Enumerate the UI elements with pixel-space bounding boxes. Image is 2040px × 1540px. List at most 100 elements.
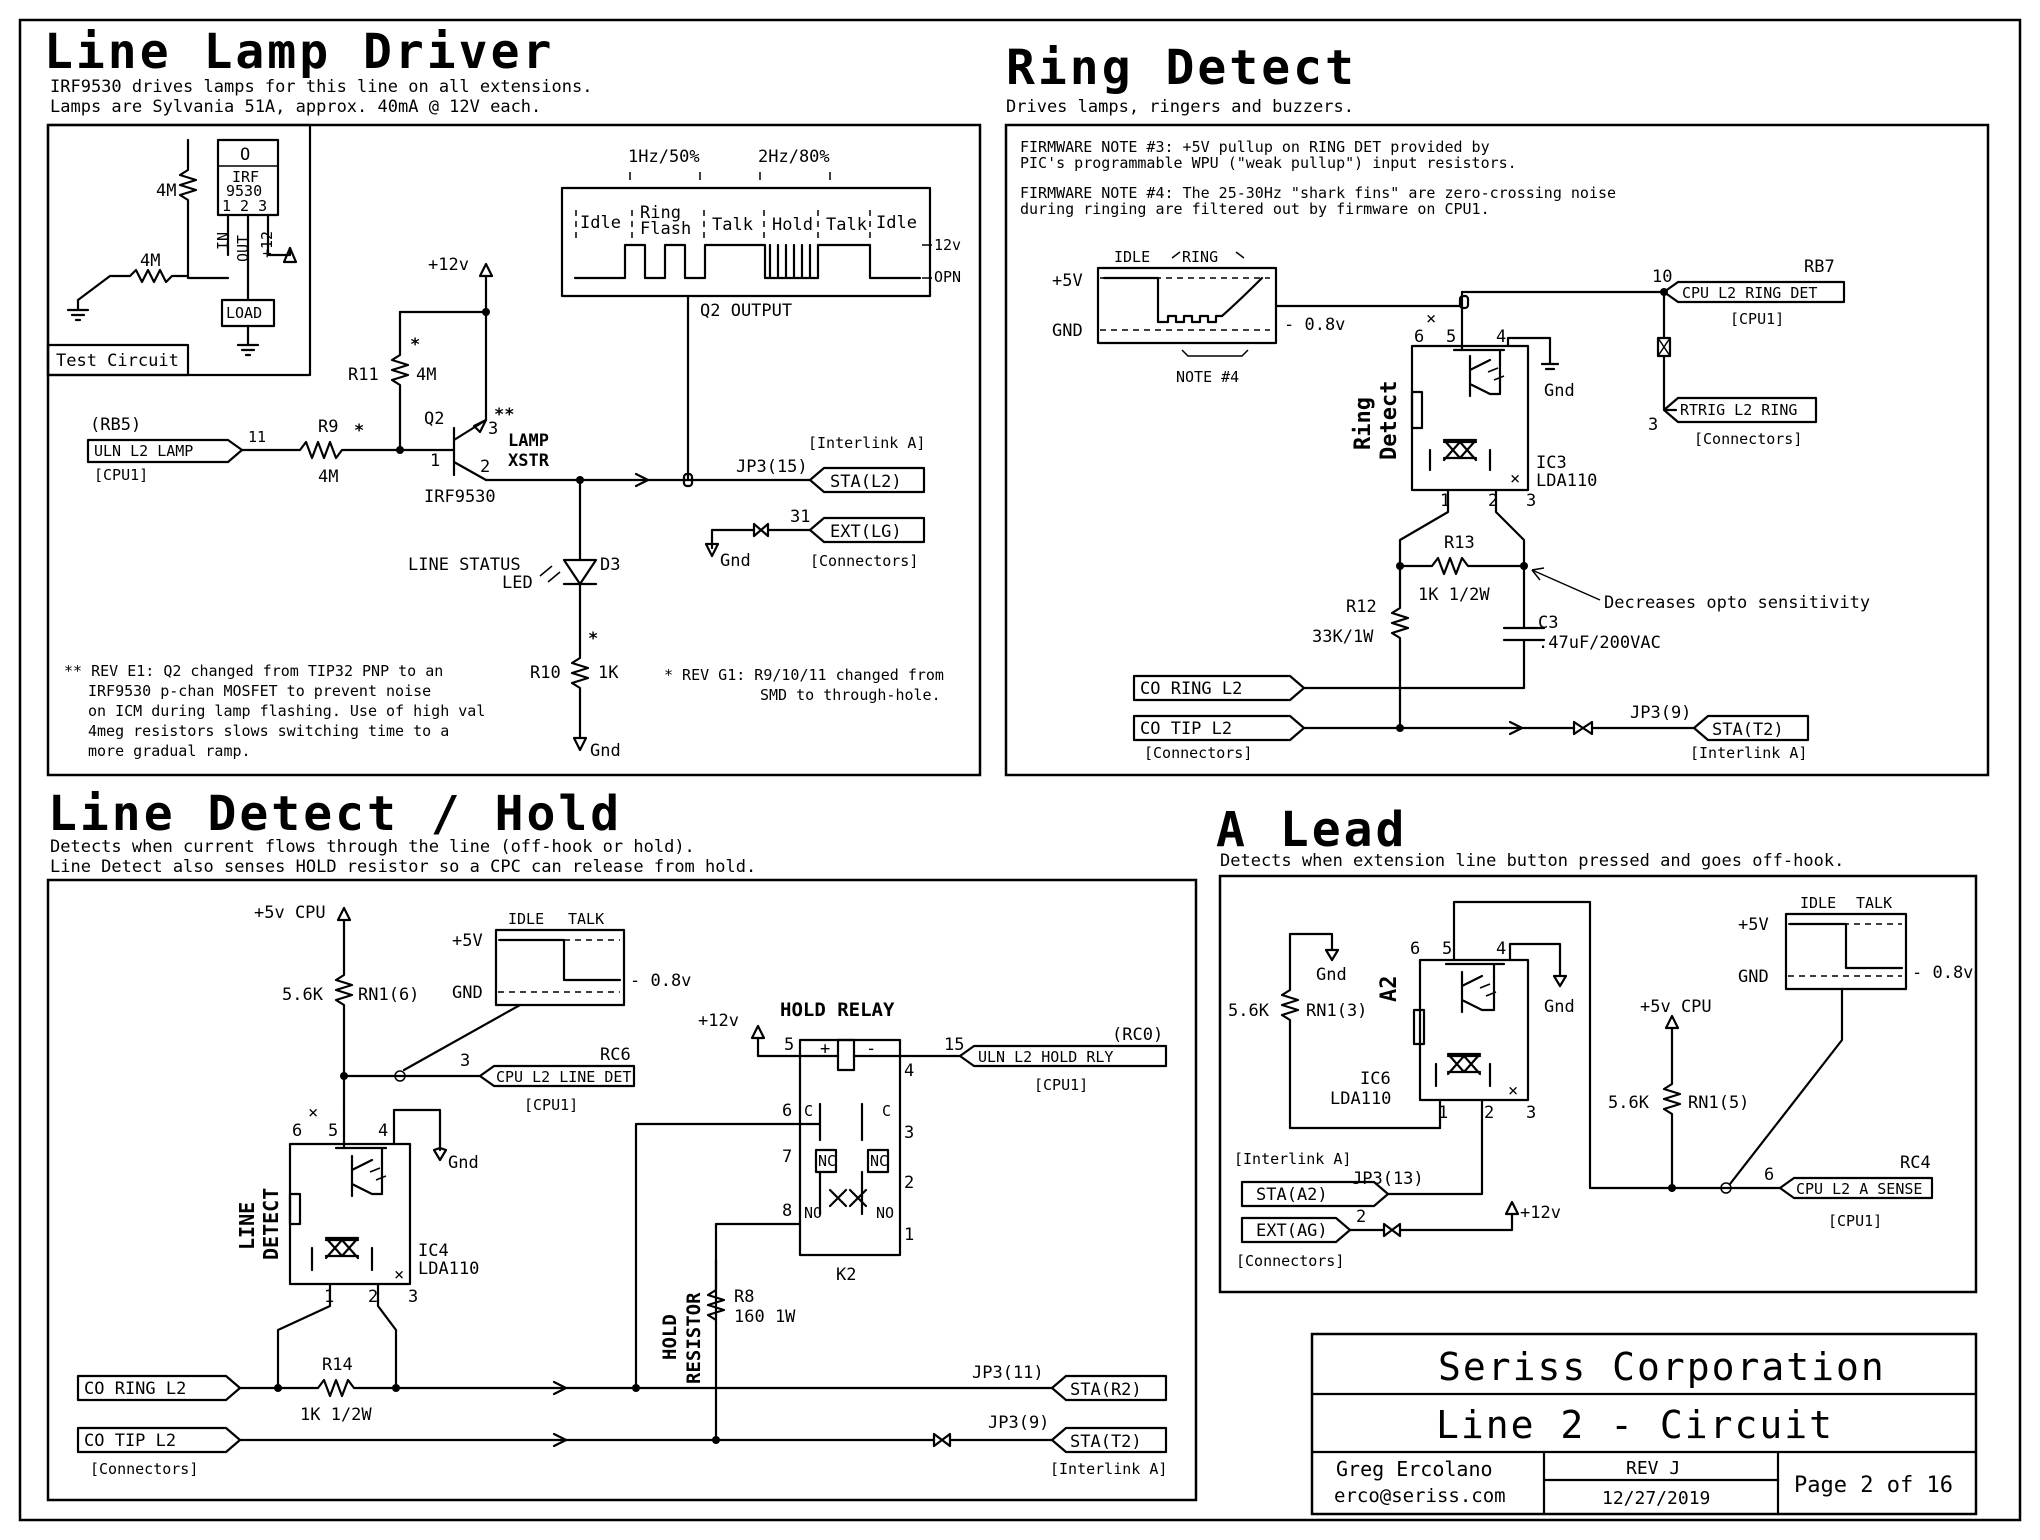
ring-p5: 5: [1446, 327, 1456, 347]
ring-note4: NOTE #4: [1176, 368, 1239, 386]
line-cpu1b: [CPU1]: [1034, 1076, 1088, 1094]
alead-p3: 3: [1526, 1103, 1536, 1123]
r10-value: 1K: [598, 663, 619, 683]
rtrig-port: [1662, 396, 1818, 424]
wave-ring1: Ring: [640, 203, 681, 223]
subtitle-line-2: Line Detect also senses HOLD resistor so…: [50, 857, 756, 877]
test-switch: [76, 268, 190, 302]
k2-minus: -: [866, 1039, 876, 1059]
alead-v12: +12v: [1520, 1203, 1561, 1223]
wave-ring2: Flash: [640, 219, 691, 239]
line-rc6: RC6: [600, 1045, 631, 1065]
lamp-cpu1: [CPU1]: [94, 466, 148, 484]
ring-co-tip-label: CO TIP L2: [1140, 719, 1232, 739]
line-sta-r2-port: [1050, 1374, 1168, 1402]
hold-resistor-1: HOLD: [659, 1314, 681, 1360]
c3-label: C3: [1538, 613, 1558, 633]
q2-stars: **: [494, 405, 514, 425]
k2-pin7: 7: [782, 1147, 792, 1167]
lamp-connectors: [Connectors]: [810, 552, 918, 570]
line-wave-5v: +5V: [452, 931, 483, 951]
ring-p3: 3: [1526, 491, 1536, 511]
test-r1-val: 4M: [156, 181, 176, 201]
lamp-note-6: * REV G1: R9/10/11 changed from: [664, 666, 944, 684]
alead-lda: LDA110: [1330, 1089, 1391, 1109]
q2-pin1: 1: [430, 451, 440, 471]
alead-p5: 5: [1442, 939, 1452, 959]
test-pin-in: IN: [214, 232, 232, 250]
r13-resistor: [1398, 556, 1526, 576]
ic4-body: [288, 1142, 412, 1286]
k2-body: [798, 1038, 902, 1257]
wave-opn: OPN: [934, 268, 961, 286]
alead-gnd2: Gnd: [1544, 997, 1575, 1017]
k2-pin5: 5: [784, 1035, 794, 1055]
r11-value: 4M: [416, 365, 436, 385]
lamp-jp3-15: JP3(15): [736, 457, 808, 477]
alead-rc4: RC4: [1900, 1153, 1931, 1173]
r12-resistor: [1390, 564, 1410, 732]
lamp-xstr-1: LAMP: [508, 431, 549, 451]
alead-wave-gnd: GND: [1738, 967, 1769, 987]
alead-jp3-13: JP3(13): [1352, 1169, 1424, 1189]
lamp-gnd: Gnd: [720, 551, 751, 571]
ring-pin10: 10: [1652, 267, 1672, 287]
cpu-a-sense-port: [1778, 1176, 1934, 1200]
r8-value: 160 1W: [734, 1307, 796, 1327]
line-co-ring-port: [76, 1374, 242, 1402]
r11-label: R11: [348, 365, 379, 385]
cpu-line-det-port: [478, 1064, 636, 1088]
ring-wave-08v: - 0.8v: [1284, 315, 1345, 335]
line-jp3-9: JP3(9): [988, 1413, 1049, 1433]
k2-pin6: 6: [782, 1101, 792, 1121]
k2-name: K2: [836, 1265, 856, 1285]
ring-pin3b: 3: [1648, 415, 1658, 435]
line-sta-t2-port: [1050, 1426, 1168, 1454]
r12-label: R12: [1346, 597, 1377, 617]
r10-star: *: [588, 629, 598, 649]
cpu-ring-det-label: CPU L2 RING DET: [1682, 284, 1817, 302]
lamp-v12: +12v: [428, 255, 469, 275]
line-gnd2: Gnd: [448, 1153, 479, 1173]
q2-pin3: 3: [488, 419, 498, 439]
tb-date: 12/27/2019: [1602, 1488, 1710, 1509]
wave-hold: Hold: [772, 215, 813, 235]
alead-sta-a2-label: STA(A2): [1256, 1185, 1328, 1205]
ring-side2: Detect: [1377, 381, 1402, 460]
section-title-alead: A Lead: [1216, 802, 1407, 858]
line-lda: LDA110: [418, 1259, 479, 1279]
test-ic-o: O: [240, 145, 250, 165]
alead-interlink: [Interlink A]: [1234, 1150, 1351, 1168]
alead-rn: RN1(3): [1306, 1001, 1367, 1021]
line-rn: RN1(6): [358, 985, 419, 1005]
line-rn-val: 5.6K: [282, 985, 324, 1005]
test-pin-12: +12: [258, 231, 276, 258]
tb-company: Seriss Corporation: [1438, 1345, 1886, 1389]
r14-value: 1K 1/2W: [300, 1405, 372, 1425]
q2-output-label: Q2 OUTPUT: [700, 301, 792, 321]
ring-wave-gnd: GND: [1052, 321, 1083, 341]
k2-pin8: 8: [782, 1201, 792, 1221]
alead-ext-ag-port: [1240, 1216, 1352, 1244]
line-v5cpu: +5v CPU: [254, 903, 326, 923]
k2-pin1: 1: [904, 1225, 914, 1245]
line-jp3-11: JP3(11): [972, 1363, 1044, 1383]
alead-a2: A2: [1377, 976, 1402, 1003]
line-cpu1: [CPU1]: [524, 1096, 578, 1114]
ring-side1: Ring: [1351, 397, 1376, 450]
test-load-label: LOAD: [226, 304, 262, 322]
alead-x: ×: [1508, 1081, 1518, 1101]
r10-resistor: [570, 648, 590, 740]
ext-lg-label: EXT(LG): [830, 522, 902, 542]
hold-resistor-2: RESISTOR: [683, 1292, 705, 1384]
line-interlink: [Interlink A]: [1050, 1460, 1167, 1478]
c3-capacitor: [1302, 564, 1546, 690]
section-line-detect-hold: Line Detect / Hold Detects when current …: [46, 786, 1198, 1502]
alead-p4: 4: [1496, 939, 1506, 959]
r11-star: *: [410, 335, 420, 355]
lamp-note-2: IRF9530 p-chan MOSFET to prevent noise: [88, 682, 431, 700]
lamp-waveform-box: [560, 186, 932, 298]
ring-x2: ×: [1510, 469, 1520, 489]
wave-talk1: Talk: [712, 215, 753, 235]
